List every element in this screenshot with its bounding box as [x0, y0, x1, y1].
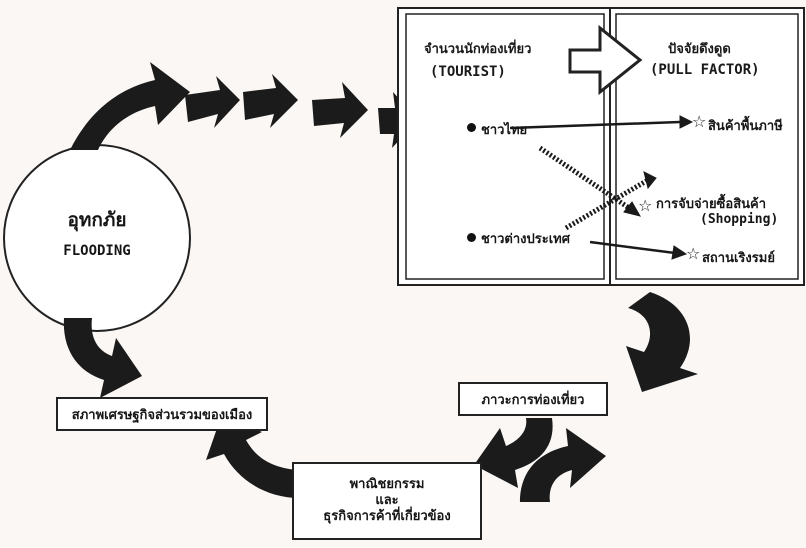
tourist-item-thai: ชาวไทย	[481, 123, 528, 138]
arrowhead-entertain	[671, 245, 688, 260]
bullet-foreign	[467, 233, 476, 242]
tourist-box-inner	[405, 13, 605, 280]
pull-item-shopping: การจับจ่ายซื้อสินค้า	[656, 197, 767, 212]
star-icon-2: ☆	[638, 196, 653, 215]
star-icon-3: ☆	[686, 244, 701, 263]
arrowhead-dutyfree	[679, 115, 694, 129]
pull-title-en: (PULL FACTOR)	[650, 62, 760, 78]
arrowhead-shopping-1	[623, 201, 642, 217]
block-arrow-1	[185, 76, 240, 128]
line-thai-to-dutyfree	[509, 120, 681, 130]
connection-lines	[509, 115, 694, 260]
tourist-title-en: (TOURIST)	[430, 64, 506, 80]
commerce-line-2: และ	[375, 492, 399, 508]
pull-item-dutyfree: สินค้าพื้นภาษี	[708, 119, 783, 134]
curved-arrow-flood-out	[70, 62, 190, 150]
hollow-arrow	[568, 24, 643, 96]
pull-item-shopping-en: (Shopping)	[700, 212, 779, 227]
commerce-box: พาณิชยกรรม และ ธุรกิจการค้าที่เกี่ยวข้อง	[292, 462, 482, 540]
economy-box: สภาพเศรษฐกิจส่วนรวมของเมือง	[56, 397, 268, 431]
flooding-label: อุทกภัย FLOODING	[30, 205, 164, 259]
pull-item-entertainment: สถานเริงรมย์	[702, 251, 775, 266]
flooding-title-en: FLOODING	[63, 243, 131, 259]
tourism-state-box: ภาวะการท่องเที่ยว	[458, 382, 608, 416]
commerce-line-3: ธุรกิจการค้าที่เกี่ยวข้อง	[323, 509, 451, 525]
tourist-title-th: จำนวนนักท่องเที่ยว	[424, 42, 532, 57]
line-foreign-to-entertain	[589, 240, 676, 255]
flow-arrows	[185, 74, 418, 148]
block-arrow-2	[243, 74, 298, 128]
curved-arrow-commerce-up	[520, 428, 606, 502]
block-arrow-3	[312, 82, 368, 138]
curved-arrow-tourism-to-commerce	[474, 418, 553, 488]
star-icon-1: ☆	[692, 112, 707, 131]
commerce-line-1: พาณิชยกรรม	[349, 476, 425, 492]
line-thai-to-shopping	[538, 145, 634, 213]
flooding-title-th: อุทกภัย	[67, 209, 127, 231]
pull-box-inner	[615, 13, 799, 280]
pull-box-outer	[609, 7, 805, 286]
curved-arrow-pull-down	[626, 292, 698, 392]
bullet-thai	[467, 123, 476, 132]
arrowhead-shopping-2	[643, 171, 657, 190]
pull-title-th: ปัจจัยดึงดูด	[668, 42, 731, 57]
tourist-item-foreign: ชาวต่างประเทศ	[481, 232, 570, 247]
curved-arrow-flood-down	[63, 318, 142, 398]
curved-arrow-commerce-to-economy	[206, 414, 300, 498]
